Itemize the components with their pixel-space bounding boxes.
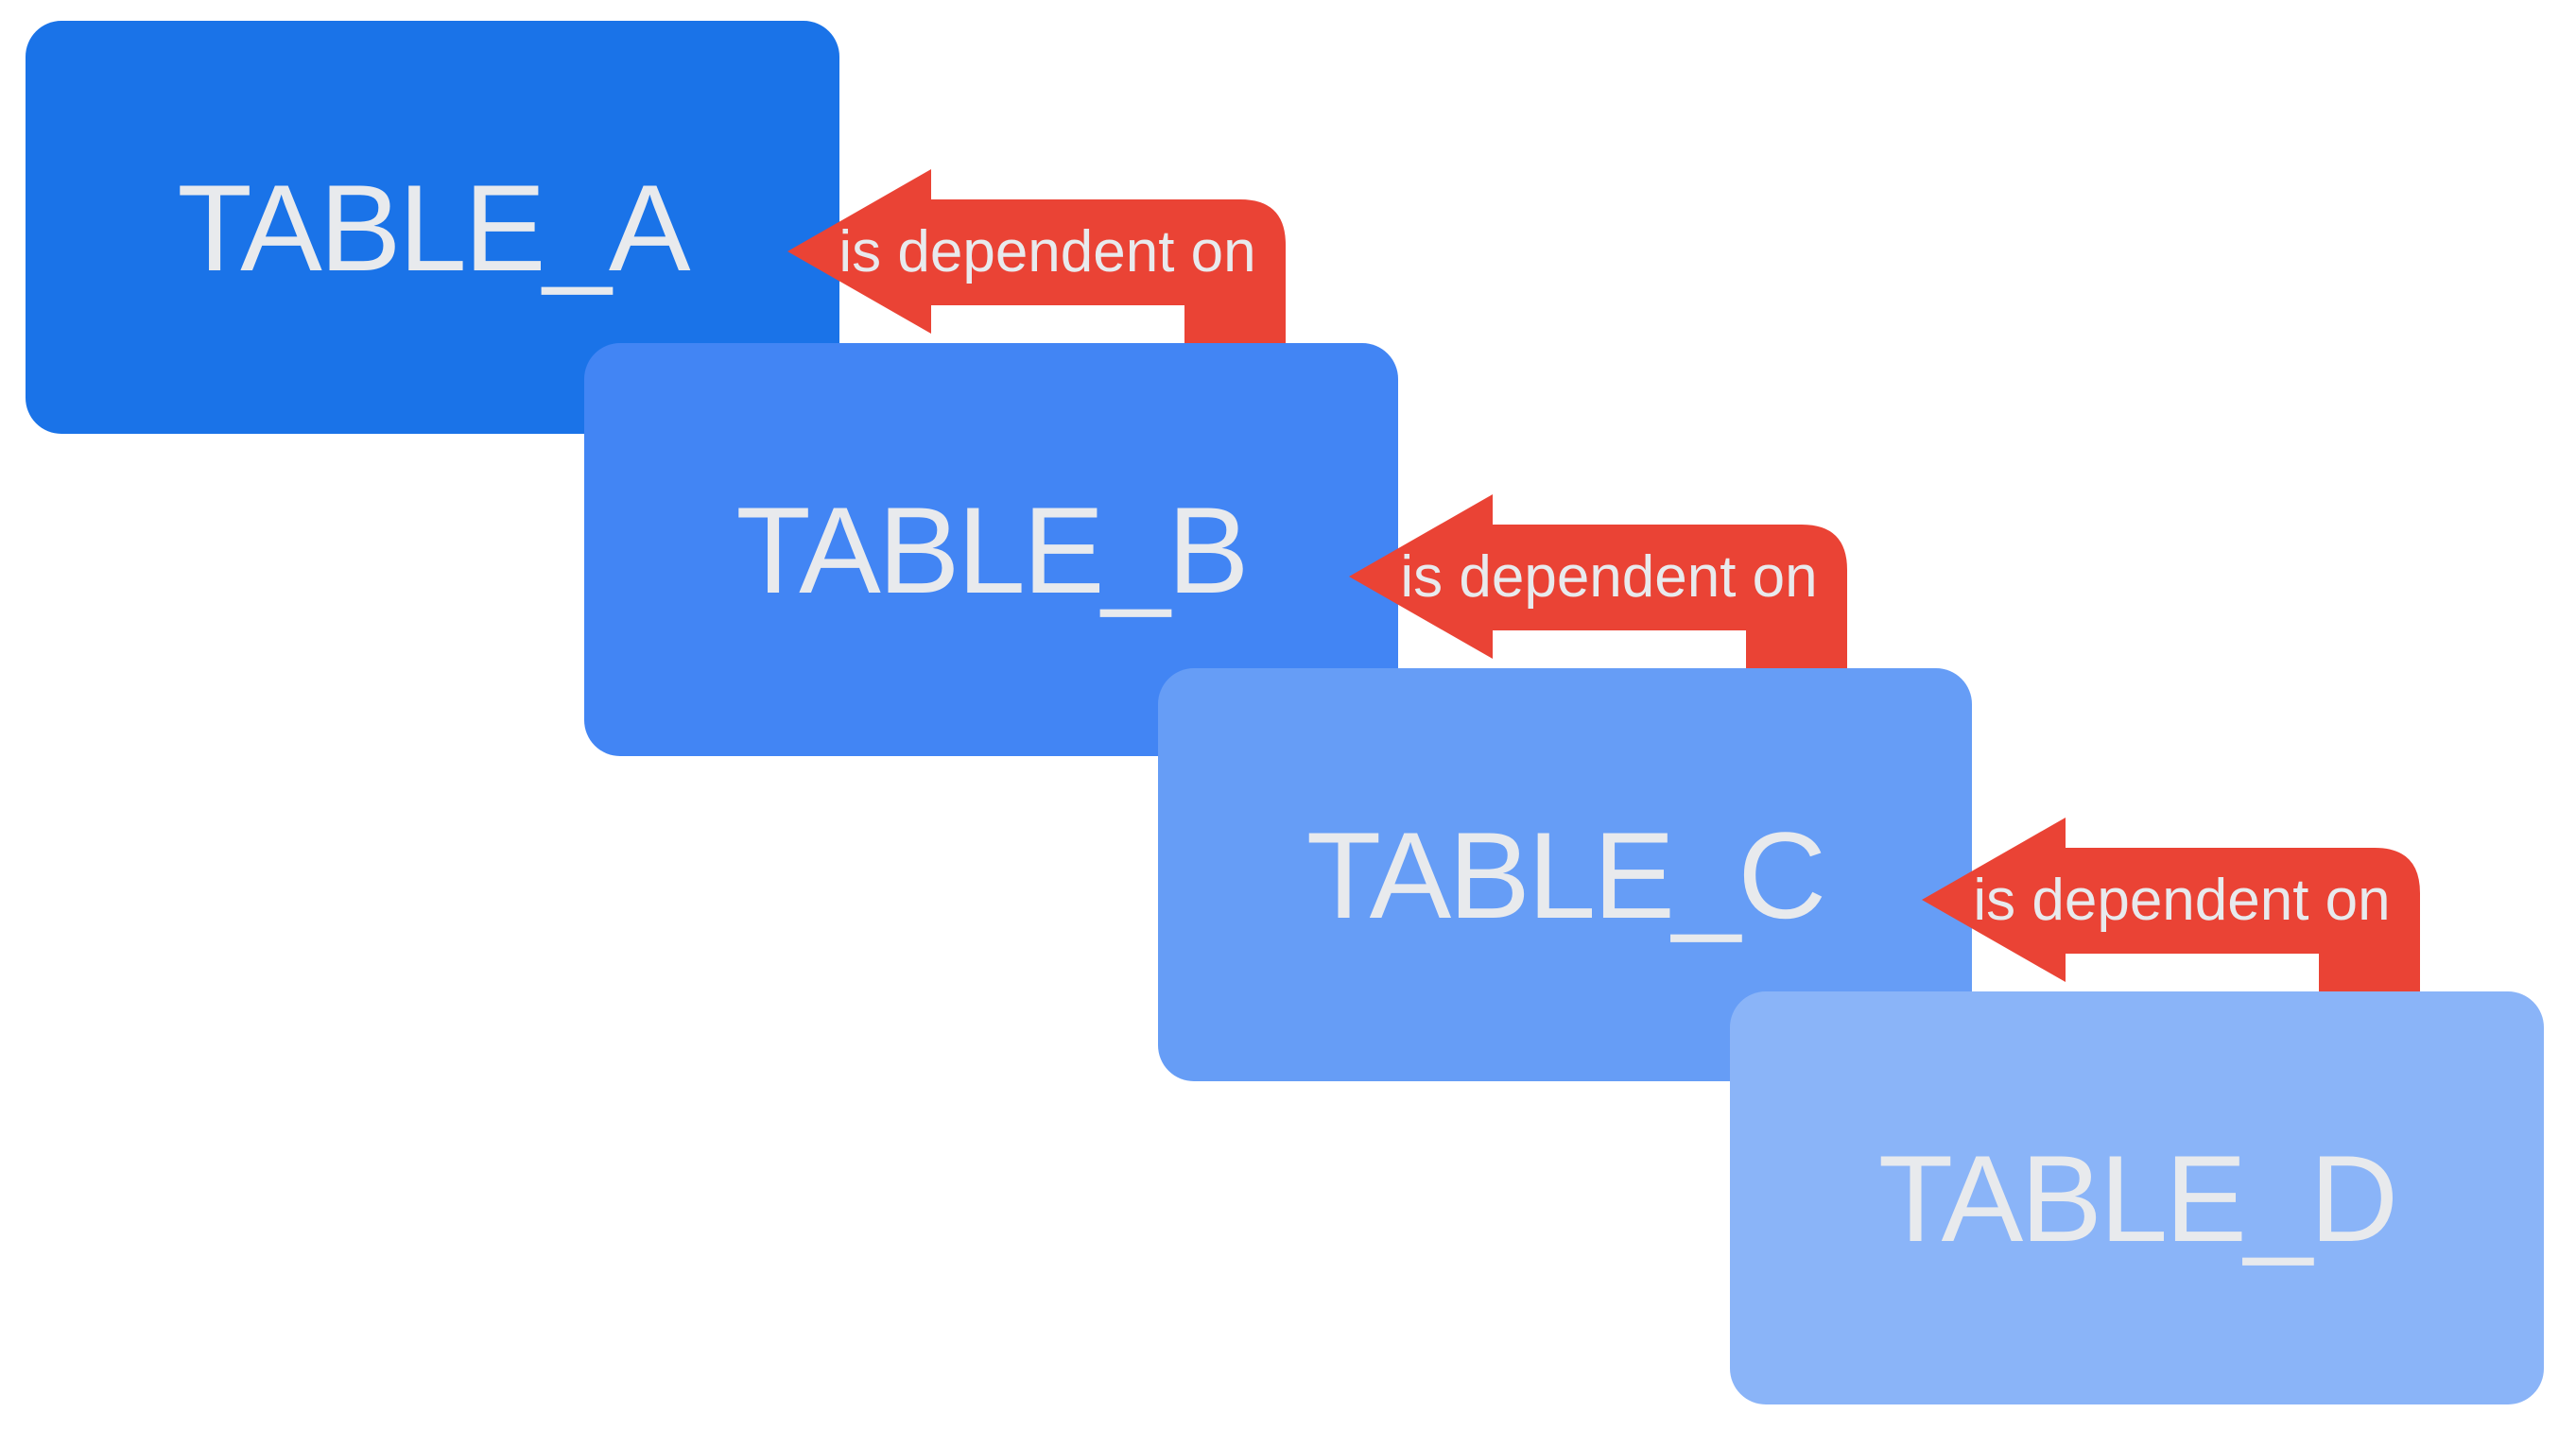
table-c-label: TABLE_C: [1305, 805, 1826, 944]
left-elbow-arrow-icon: [1349, 494, 1847, 668]
table-a-box: TABLE_A: [26, 21, 839, 434]
dependency-arrow-c-to-b: is dependent on: [1349, 494, 1847, 668]
dependency-arrow-label: is dependent on: [1973, 868, 2391, 933]
table-d-label: TABLE_D: [1877, 1128, 2398, 1267]
arrow-shape: [1349, 494, 1847, 668]
dependency-arrow-b-to-a: is dependent on: [787, 169, 1286, 343]
left-elbow-arrow-icon: [1922, 818, 2420, 991]
table-a-label: TABLE_A: [177, 158, 690, 297]
left-elbow-arrow-icon: [787, 169, 1286, 343]
dependency-arrow-label: is dependent on: [838, 219, 1256, 284]
table-d-box: TABLE_D: [1730, 991, 2544, 1404]
arrow-shape: [1922, 818, 2420, 991]
dependency-arrow-label: is dependent on: [1400, 544, 1818, 610]
dependency-arrow-d-to-c: is dependent on: [1922, 818, 2420, 991]
arrow-shape: [787, 169, 1286, 343]
table-b-label: TABLE_B: [735, 480, 1249, 619]
